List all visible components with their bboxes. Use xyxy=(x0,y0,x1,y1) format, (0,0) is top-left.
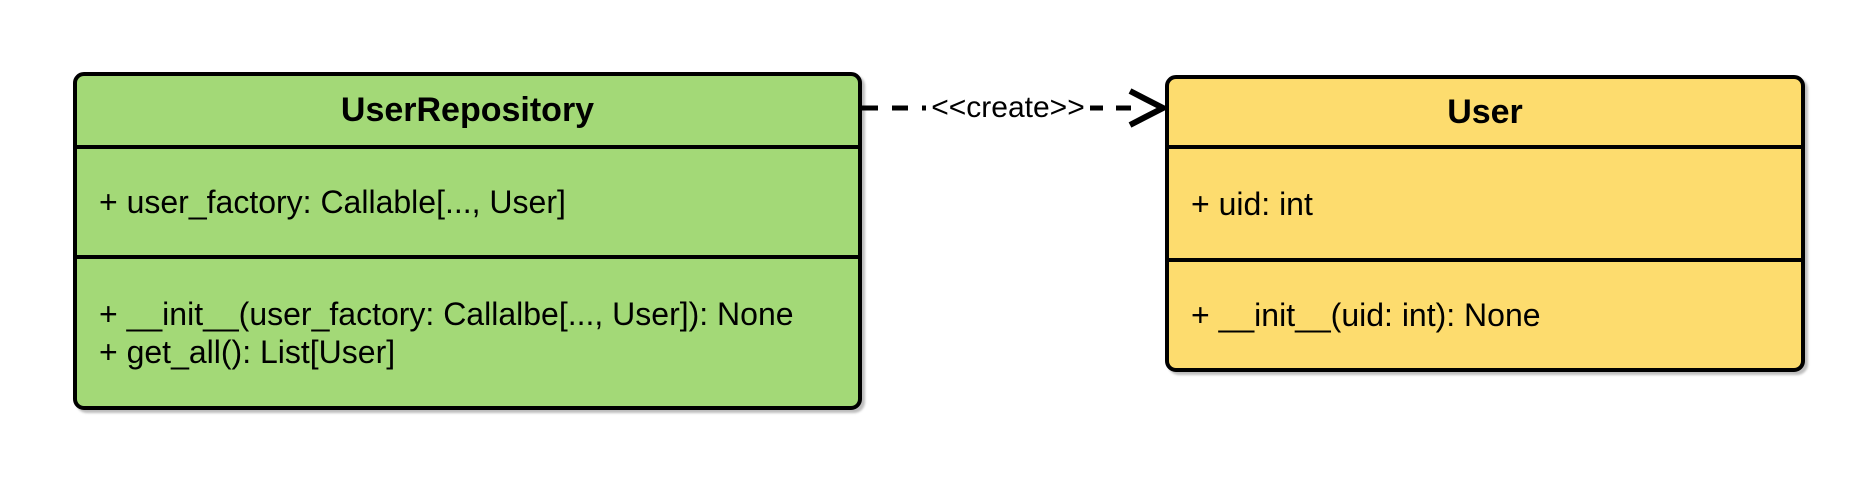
create-dependency-arrow xyxy=(862,88,1170,128)
create-stereotype-label: <<create>> xyxy=(926,86,1090,130)
methods-section-user: + __init__(uid: int): None xyxy=(1169,258,1801,368)
method-line: + __init__(user_factory: Callalbe[..., U… xyxy=(99,295,794,332)
attribute-line: + user_factory: Callable[..., User] xyxy=(99,184,566,220)
attribute-line: + uid: int xyxy=(1191,185,1313,222)
attributes-section-userrepository: + user_factory: Callable[..., User] xyxy=(77,145,858,255)
methods-section-userrepository: + __init__(user_factory: Callalbe[..., U… xyxy=(77,255,858,406)
class-title-userrepository: UserRepository xyxy=(340,91,595,129)
class-box-user: User + uid: int + __init__(uid: int): No… xyxy=(1165,75,1805,372)
attributes-section-user: + uid: int xyxy=(1169,145,1801,258)
class-title-user: User xyxy=(1447,92,1523,131)
method-line: + __init__(uid: int): None xyxy=(1191,297,1541,333)
open-arrowhead-icon xyxy=(1128,88,1170,128)
class-box-userrepository: UserRepository + user_factory: Callable[… xyxy=(73,72,862,410)
method-line: + get_all(): List[User] xyxy=(99,333,396,370)
